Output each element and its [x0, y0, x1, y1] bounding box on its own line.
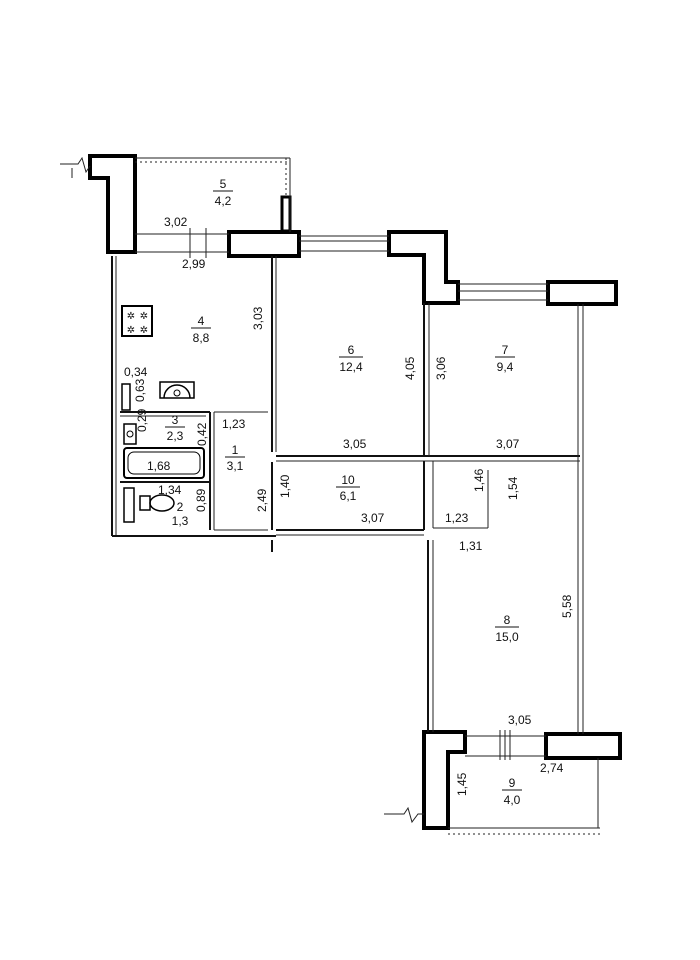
room-area: 15,0	[495, 630, 519, 644]
bathtub-icon	[123, 447, 205, 479]
window-lines	[135, 228, 548, 760]
dimension-label: 1,40	[278, 474, 292, 498]
room-label-3: 3 2,3	[165, 413, 185, 443]
dimension-label: 0,42	[195, 422, 209, 446]
dimension-labels: 3,02 2,99 3,03 4,05 3,06 0,34 0,63 0,29 …	[124, 215, 574, 796]
svg-text:✲: ✲	[127, 311, 135, 322]
dimension-label: 4,05	[403, 356, 417, 380]
room-number: 10	[341, 473, 355, 487]
loggia-top	[60, 156, 291, 232]
svg-text:✲: ✲	[140, 325, 148, 336]
dimension-label: 3,07	[496, 437, 520, 451]
wall-block-bottom-left	[422, 730, 467, 830]
break-mark-top	[60, 156, 91, 174]
room-number: 2	[177, 500, 184, 514]
dimension-label: 1,31	[459, 539, 483, 553]
interior-walls	[111, 256, 600, 835]
room-area: 9,4	[497, 360, 514, 374]
walls	[88, 154, 622, 830]
toilet-icon	[123, 487, 175, 523]
dimension-label: 3,02	[164, 215, 188, 229]
dimension-label: 0,29	[135, 408, 149, 432]
room-number: 7	[502, 343, 509, 357]
room-number: 1	[232, 443, 239, 457]
room-label-1: 1 3,1	[225, 443, 245, 473]
wall-block-right-top	[546, 280, 618, 306]
dimension-label: 0,63	[133, 378, 147, 402]
dimension-label: 3,05	[343, 437, 367, 451]
room-area: 4,2	[215, 194, 232, 208]
washbasin-icon	[123, 423, 137, 445]
wall-block-left-top	[88, 154, 137, 254]
wall-block-kitchen-window	[227, 230, 301, 258]
dimension-label: 1,68	[147, 459, 171, 473]
room-area: 12,4	[339, 360, 363, 374]
dimension-label: 0,34	[124, 365, 148, 379]
dimension-label: 3,07	[361, 511, 385, 525]
fixtures: ✲ ✲ ✲ ✲	[121, 305, 205, 523]
room-label-10: 10 6,1	[336, 473, 360, 503]
dimension-label: 3,05	[508, 713, 532, 727]
room-number: 6	[348, 343, 355, 357]
room-number: 8	[504, 613, 511, 627]
dimension-label: 1,23	[222, 417, 246, 431]
dimension-label: 2,74	[540, 761, 564, 775]
dimension-label: 1,45	[455, 772, 469, 796]
dimension-label: 1,23	[445, 511, 469, 525]
room-area: 3,1	[227, 459, 244, 473]
dimension-label: 1,34	[158, 483, 182, 497]
room-labels: 5 4,2 4 8,8 6 12,4 7 9,4 3 2,3 1 3,1	[165, 177, 522, 807]
dimension-label: 1,54	[506, 476, 520, 500]
room-area: 1,3	[172, 514, 189, 528]
counter	[121, 383, 131, 411]
svg-text:✲: ✲	[127, 325, 135, 336]
room-area: 6,1	[340, 489, 357, 503]
wall-stub-loggia	[280, 195, 292, 233]
room-label-9: 9 4,0	[502, 776, 522, 807]
room-area: 4,0	[504, 793, 521, 807]
room-label-2: 2 1,3	[172, 500, 189, 528]
dimension-label: 3,03	[251, 306, 265, 330]
dimension-label: 1,46	[472, 468, 486, 492]
dimension-label: 2,99	[182, 257, 206, 271]
room-number: 3	[172, 413, 179, 427]
dimension-label: 5,58	[560, 594, 574, 618]
wall-block-center-top	[387, 230, 460, 305]
room-label-4: 4 8,8	[191, 314, 211, 345]
room-number: 4	[198, 314, 205, 328]
room-number: 9	[509, 776, 516, 790]
dimension-label: 0,89	[194, 488, 208, 512]
room-number: 5	[220, 177, 227, 191]
stove-icon: ✲ ✲ ✲ ✲	[121, 305, 153, 337]
room-area: 8,8	[193, 331, 210, 345]
room-label-7: 7 9,4	[495, 343, 515, 374]
room-label-8: 8 15,0	[495, 613, 519, 644]
room-label-5: 5 4,2	[213, 177, 233, 208]
room-area: 2,3	[167, 429, 184, 443]
sink-icon	[159, 381, 195, 399]
dimension-label: 3,06	[434, 356, 448, 380]
svg-text:✲: ✲	[140, 311, 148, 322]
break-mark-bottom	[384, 806, 424, 824]
room-label-6: 6 12,4	[339, 343, 363, 374]
wall-block-bottom-right	[544, 732, 622, 760]
dimension-label: 2,49	[255, 488, 269, 512]
